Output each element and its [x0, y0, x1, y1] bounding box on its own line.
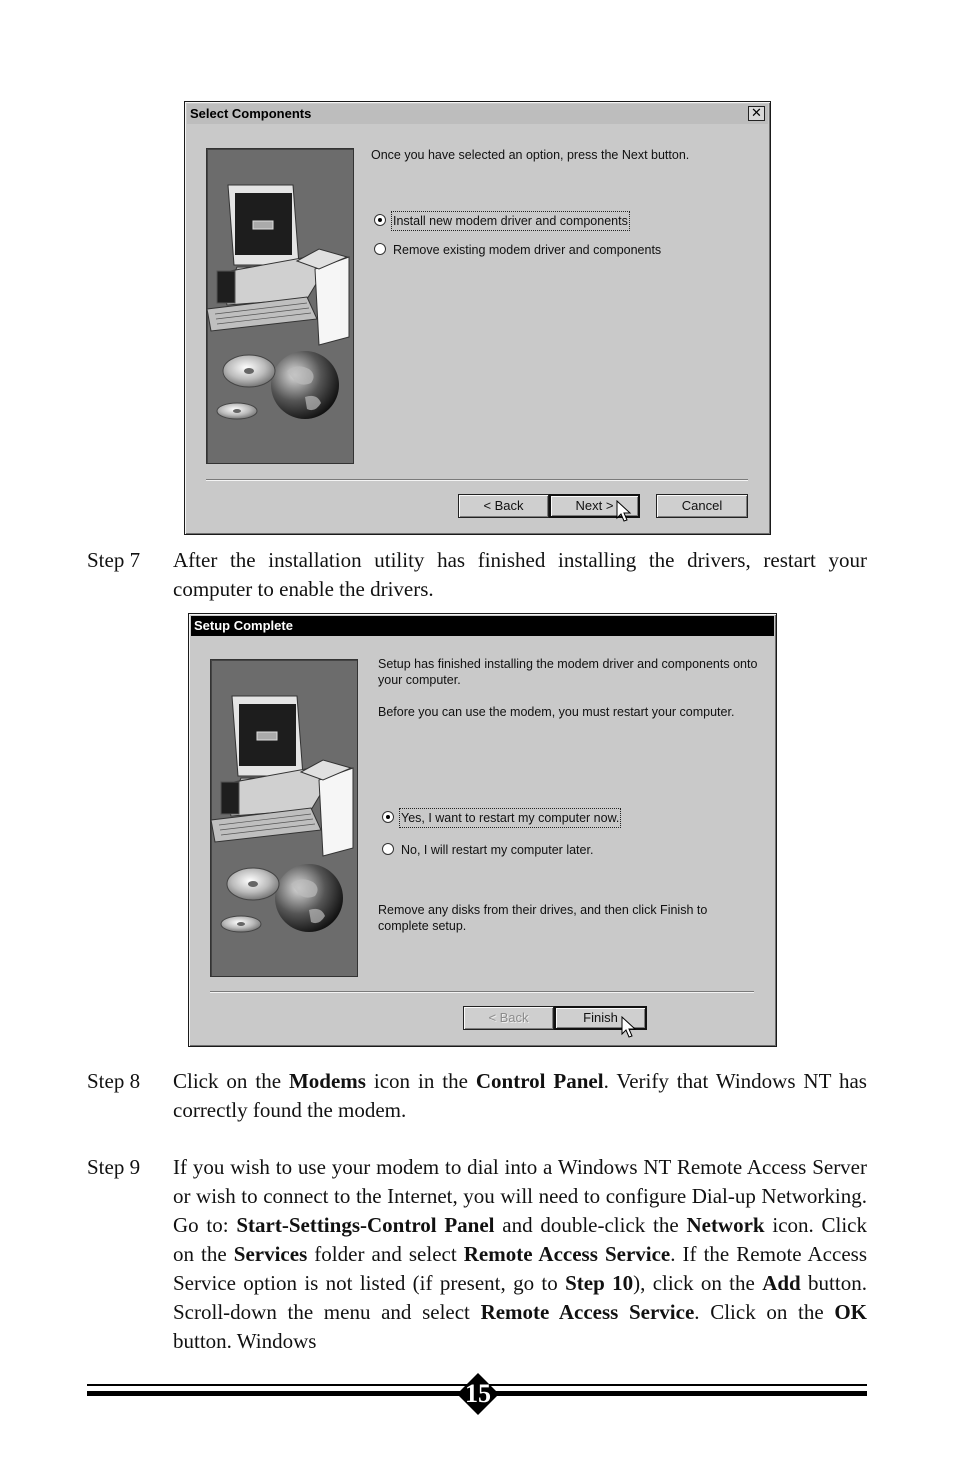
- remove-option-radio[interactable]: [374, 243, 386, 255]
- restart-later-radio[interactable]: [382, 843, 394, 855]
- text-run: folder and select: [307, 1242, 464, 1266]
- select-components-dialog: Select Components ✕: [184, 101, 771, 535]
- dialog-title-bar[interactable]: Select Components ✕: [187, 104, 768, 124]
- restart-required-text: Before you can use the modem, you must r…: [378, 705, 735, 719]
- dialog-title: Setup Complete: [194, 618, 293, 633]
- computer-cd-globe-illustration: [211, 695, 354, 933]
- add-term: Add: [762, 1271, 801, 1295]
- start-settings-term: Start-Settings-Control Panel: [236, 1213, 495, 1237]
- text-run: Click on the: [173, 1069, 289, 1093]
- text-run: . If the Remote Access Service option is…: [173, 1242, 867, 1295]
- step-7-text: After the installation utility has finis…: [173, 548, 867, 601]
- remove-disks-text: Remove any disks from their drives, and …: [378, 903, 708, 933]
- step-10-term: Step 10: [565, 1271, 634, 1295]
- text-run: . Verify that Windows NT has correctly f…: [173, 1069, 867, 1122]
- page-number-diamond: [457, 1373, 499, 1415]
- network-term: Network: [686, 1213, 765, 1237]
- step-9-text: If you wish to use your modem to dial in…: [173, 1153, 867, 1356]
- computer-cd-globe-illustration: [207, 184, 350, 420]
- remote-access-term: Remote Access Service: [463, 1242, 671, 1266]
- step-8-label: Step 8: [87, 1069, 141, 1093]
- install-option-radio[interactable]: [374, 214, 386, 226]
- close-icon[interactable]: ✕: [748, 106, 765, 121]
- text-run: If you wish to use your modem to dial in…: [173, 1155, 867, 1237]
- remove-option-label[interactable]: Remove existing modem driver and compone…: [393, 243, 662, 257]
- cancel-button[interactable]: Cancel: [656, 494, 748, 518]
- text-run: button. Windows: [173, 1329, 317, 1353]
- text-run: icon. Click on the: [173, 1213, 868, 1266]
- text-run: icon in the: [365, 1069, 476, 1093]
- page-number: 15: [465, 1379, 491, 1408]
- step-9-label: Step 9: [87, 1155, 141, 1179]
- mouse-pointer-arrow-icon: [621, 1016, 637, 1038]
- setup-finished-text: Setup has finished installing the modem …: [378, 657, 758, 687]
- text-run: button. Scroll-down the menu and select: [173, 1271, 867, 1324]
- services-term: Services: [233, 1242, 308, 1266]
- setup-complete-dialog: Setup Complete Se: [188, 613, 777, 1047]
- wizard-art-panel: [210, 659, 358, 977]
- instruction-text: Once you have selected an option, press …: [371, 148, 690, 162]
- modems-term: Modems: [288, 1069, 366, 1093]
- back-button[interactable]: < Back: [463, 1006, 554, 1030]
- text-run: . Click on the: [694, 1300, 835, 1324]
- install-option-label[interactable]: Install new modem driver and components: [391, 211, 630, 231]
- restart-now-label[interactable]: Yes, I want to restart my computer now.: [398, 808, 622, 828]
- restart-now-radio[interactable]: [382, 811, 394, 823]
- button-separator: [210, 991, 754, 993]
- text-run: ), click on the: [633, 1271, 763, 1295]
- wizard-art-panel: [206, 148, 354, 464]
- button-separator: [206, 479, 748, 481]
- ok-term: OK: [834, 1300, 868, 1324]
- step-7-label: Step 7: [87, 548, 141, 572]
- dialog-title-bar[interactable]: Setup Complete: [191, 616, 774, 636]
- mouse-pointer-arrow-icon: [616, 500, 632, 522]
- text-run: and double-click the: [494, 1213, 687, 1237]
- remote-access-term: Remote Access Service: [480, 1300, 695, 1324]
- back-button[interactable]: < Back: [458, 494, 549, 518]
- step-8-text: Click on the Modems icon in the Control …: [173, 1067, 867, 1125]
- restart-later-label[interactable]: No, I will restart my computer later.: [401, 843, 594, 857]
- dialog-title: Select Components: [190, 106, 312, 121]
- control-panel-term: Control Panel: [475, 1069, 604, 1093]
